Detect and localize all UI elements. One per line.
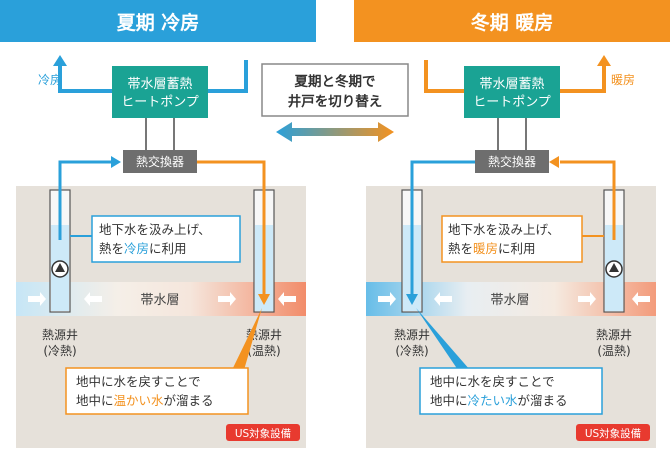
winter-heat-pump-line1: 帯水層蓄熱 (479, 77, 544, 92)
summer-aquifer-label: 帯水層 (140, 293, 179, 308)
summer-us-badge-label: US対象設備 (235, 427, 291, 440)
winter-callout-bottom-line2: 地中に冷たい水が溜まる (430, 393, 568, 408)
summer-callout-bottom-line1: 地中に水を戻すことで (76, 374, 201, 389)
winter-well-left-sub: (冷熱) (395, 344, 428, 358)
summer-supply-line (58, 160, 112, 240)
winter-well-right-sub: (温熱) (597, 344, 630, 358)
winter-heat-exchanger-label: 熱交換器 (488, 154, 536, 169)
winter-us-badge (576, 424, 650, 441)
winter-warm-output-arrowhead (597, 55, 611, 66)
summer-well-left-label: 熱源井 (42, 328, 78, 342)
winter-supply-arrowhead (549, 156, 559, 168)
winter-callout-top-line2: 熱を暖房に利用 (448, 241, 536, 256)
summer-cool-output-line (58, 64, 112, 93)
winter-header-title: 冬期 暖房 (471, 11, 554, 34)
winter-warm-return-line (424, 60, 464, 93)
winter-aquifer-arrows (378, 292, 650, 306)
summer-return-line (197, 160, 266, 296)
switch-label-line1: 夏期と冬期で (294, 73, 376, 90)
summer-heat-exchanger-label: 熱交換器 (136, 154, 184, 169)
winter-callout-bottom-line1: 地中に水を戻すことで (430, 374, 555, 389)
winter-header-bar (354, 0, 670, 42)
summer-cool-output-arrowhead (53, 55, 67, 66)
winter-return-arrowhead (406, 294, 418, 305)
winter-output-label: 暖房 (611, 72, 635, 87)
winter-callout-bottom-pointer (416, 308, 470, 370)
summer-callout-top (91, 215, 241, 263)
summer-heat-exchanger-box (123, 150, 197, 173)
summer-supply-arrowhead (111, 156, 121, 168)
switch-label-line2: 井戸を切り替え (288, 93, 383, 110)
winter-callout-top (441, 215, 583, 263)
summer-heat-pump-line1: 帯水層蓄熱 (127, 77, 192, 92)
summer-well-left-sub: (冷熱) (43, 344, 76, 358)
switch-double-arrow (276, 122, 394, 142)
summer-return-arrowhead (258, 294, 270, 305)
winter-well-left-label: 熱源井 (394, 328, 430, 342)
winter-well-right-label: 熱源井 (596, 328, 632, 342)
winter-us-badge-label: US対象設備 (585, 427, 641, 440)
winter-callout-bottom (419, 367, 603, 415)
winter-heat-pump-line2: ヒートポンプ (473, 95, 551, 110)
summer-heat-pump-line2: ヒートポンプ (121, 95, 199, 110)
summer-callout-top-line2: 熱を冷房に利用 (99, 241, 187, 256)
winter-return-line (410, 160, 475, 296)
summer-header-bar (0, 0, 316, 42)
summer-callout-bottom-pointer (232, 308, 262, 370)
winter-heat-exchanger-box (475, 150, 549, 173)
summer-aquifer-arrows (28, 292, 296, 306)
summer-callout-bottom (65, 367, 249, 415)
summer-heat-pump-box (112, 66, 208, 118)
summer-header-title: 夏期 冷房 (117, 11, 200, 34)
winter-panel: 冬期 暖房 帯水層 帯水層蓄熱 ヒートポンプ 熱交換器 暖房 (354, 0, 670, 448)
summer-cool-return-line (208, 60, 248, 93)
winter-aquifer-label: 帯水層 (490, 293, 529, 308)
winter-heat-pump-box (464, 66, 560, 118)
summer-callout-bottom-line2: 地中に温かい水が溜まる (76, 393, 214, 408)
switch-label-box (261, 63, 409, 117)
summer-pump-icon (51, 260, 69, 278)
summer-output-label: 冷房 (38, 72, 62, 87)
summer-callout-top-line1: 地下水を汲み上げ、 (99, 222, 211, 237)
winter-callout-top-line1: 地下水を汲み上げ、 (448, 222, 560, 237)
center-switch: 夏期と冬期で 井戸を切り替え (261, 63, 409, 142)
winter-pump-icon (605, 260, 623, 278)
winter-supply-line (560, 160, 616, 240)
summer-us-badge (226, 424, 300, 441)
winter-warm-output-line (560, 64, 606, 93)
summer-well-right-sub: (温熱) (247, 344, 280, 358)
